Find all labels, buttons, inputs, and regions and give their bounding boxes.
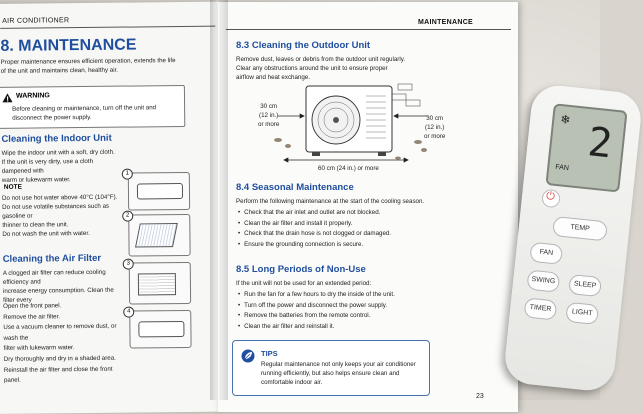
note-line: Do not wash the unit with water. bbox=[2, 229, 90, 238]
clearance-left-label: 30 cm (12 in.) or more bbox=[258, 102, 279, 129]
tips-title: TIPS bbox=[261, 349, 278, 358]
outdoor-unit-heading: 8.3 Cleaning the Outdoor Unit bbox=[236, 40, 371, 51]
filter-wash-sketch bbox=[137, 273, 177, 296]
non-use-intro: If the unit will not be used for an exte… bbox=[236, 280, 372, 287]
filter-steps: Open the front panel. Remove the air fil… bbox=[3, 301, 124, 387]
list-item: Check that the air inlet and outlet are … bbox=[238, 208, 508, 219]
clearance-line: or more bbox=[258, 121, 280, 128]
indoor-title: Cleaning the Indoor Unit bbox=[1, 132, 112, 145]
air-filter-heading: Cleaning the Air Filter bbox=[2, 252, 102, 265]
indoor-line: If the unit is very dirty, use a cloth d… bbox=[1, 157, 94, 175]
seasonal-intro: Perform the following maintenance at the… bbox=[236, 198, 425, 205]
step-3-illustration bbox=[128, 261, 192, 305]
list-item: Run the fan for a few hours to dry the i… bbox=[238, 290, 508, 301]
note-line: Do not use volatile substances such as g… bbox=[2, 202, 110, 220]
clearance-line: (12 in.) bbox=[259, 112, 279, 119]
page-number: 23 bbox=[476, 393, 484, 400]
manual-right-page: MAINTENANCE 8.3 Cleaning the Outdoor Uni… bbox=[218, 2, 518, 412]
outdoor-line: Remove dust, leaves or debris from the o… bbox=[236, 56, 406, 63]
non-use-heading: 8.5 Long Periods of Non-Use bbox=[236, 264, 366, 275]
indoor-unit-sketch bbox=[138, 320, 185, 338]
outdoor-line: Clear any obstructions around the unit t… bbox=[236, 65, 388, 72]
timer-button[interactable]: TIMER bbox=[523, 297, 558, 321]
outdoor-text: Remove dust, leaves or debris from the o… bbox=[236, 55, 506, 82]
power-button[interactable]: ⏻ bbox=[541, 188, 561, 209]
filter-text: A clogged air filter can reduce cooling … bbox=[3, 268, 123, 305]
tips-text: Regular maintenance not only keeps your … bbox=[261, 360, 426, 387]
filter-step: Use a vacuum cleaner to remove dust, or … bbox=[3, 322, 117, 342]
list-item: Check that the drain hose is not clogged… bbox=[238, 229, 508, 240]
intro-line: of the unit and maintains clean, healthy… bbox=[0, 66, 119, 75]
clearance-line: 30 cm bbox=[426, 115, 444, 122]
book-gutter bbox=[210, 0, 228, 400]
tips-box: TIPS Regular maintenance not only keeps … bbox=[232, 340, 430, 396]
right-page-header: MAINTENANCE bbox=[418, 19, 474, 26]
indoor-unit-heading: Cleaning the Indoor Unit bbox=[1, 133, 111, 145]
left-page-header: AIR CONDITIONER bbox=[2, 17, 70, 25]
seasonal-list: Check that the air inlet and outlet are … bbox=[238, 208, 508, 250]
clearance-right-label: 30 cm (12 in.) or more bbox=[424, 114, 445, 141]
step-number: 2 bbox=[122, 210, 134, 222]
clearance-line: 30 cm bbox=[260, 103, 278, 110]
step-4-illustration bbox=[129, 309, 192, 349]
step-number: 4 bbox=[123, 306, 135, 318]
list-item: Clean the air filter and reinstall it. bbox=[238, 322, 508, 333]
clearance-bottom-label: 60 cm (24 in.) or more bbox=[318, 165, 379, 172]
clearance-line: or more bbox=[424, 133, 446, 140]
header-rule bbox=[226, 29, 511, 30]
warning-line: disconnect the power supply. bbox=[12, 113, 92, 122]
header-rule bbox=[0, 25, 216, 29]
step-2-illustration bbox=[128, 213, 191, 257]
tips-line: comfortable indoor air. bbox=[261, 379, 323, 386]
warning-icon bbox=[2, 93, 13, 103]
tips-line: Regular maintenance not only keeps your … bbox=[261, 361, 416, 368]
non-use-list: Run the fan for a few hours to dry the i… bbox=[238, 290, 508, 332]
step-number: 3 bbox=[122, 258, 134, 270]
note-text: Do not use hot water above 40°C (104°F).… bbox=[2, 193, 122, 239]
power-icon: ⏻ bbox=[545, 190, 556, 203]
list-item: Turn off the power and disconnect the po… bbox=[238, 301, 508, 312]
sleep-button[interactable]: SLEEP bbox=[568, 273, 603, 298]
filter-step: Reinstall the air filter and close the f… bbox=[3, 365, 113, 385]
maintenance-intro: Proper maintenance ensures efficient ope… bbox=[1, 56, 211, 76]
filter-line: A clogged air filter can reduce cooling … bbox=[2, 268, 106, 286]
warning-text: Before cleaning or maintenance, turn off… bbox=[12, 103, 182, 123]
list-item: Ensure the grounding connection is secur… bbox=[238, 240, 508, 251]
warning-box: WARNING Before cleaning or maintenance, … bbox=[0, 84, 186, 129]
leaf-icon bbox=[241, 349, 255, 363]
indoor-unit-sketch bbox=[136, 182, 184, 200]
manual-left-page: AIR CONDITIONER 8. MAINTENANCE Proper ma… bbox=[0, 1, 223, 414]
filter-step: Dry thoroughly and dry in a shaded area. bbox=[3, 354, 116, 363]
step-1-illustration bbox=[127, 171, 191, 211]
clearance-line: (12 in.) bbox=[425, 124, 445, 131]
seasonal-heading: 8.4 Seasonal Maintenance bbox=[236, 182, 354, 193]
outdoor-unit-diagram bbox=[274, 83, 428, 163]
list-item: Remove the batteries from the remote con… bbox=[238, 311, 508, 322]
remote-display: ❄ 2 FAN bbox=[545, 103, 628, 193]
maintenance-title: 8. MAINTENANCE bbox=[0, 36, 137, 55]
tips-line: running efficiently, but also helps ensu… bbox=[261, 370, 400, 377]
display-label: FAN bbox=[554, 163, 570, 173]
note-title: NOTE bbox=[3, 183, 23, 191]
step-number: 1 bbox=[121, 168, 133, 180]
filter-sketch bbox=[135, 223, 178, 248]
fan-button[interactable]: FAN bbox=[529, 241, 564, 265]
snowflake-icon: ❄ bbox=[559, 112, 572, 128]
swing-button[interactable]: SWING bbox=[526, 269, 561, 293]
list-item: Clean the air filter and install it prop… bbox=[238, 219, 508, 230]
display-digit: 2 bbox=[585, 119, 615, 168]
warning-title: WARNING bbox=[15, 92, 50, 100]
indoor-text: Wipe the indoor unit with a soft, dry cl… bbox=[2, 148, 122, 185]
temp-button[interactable]: TEMP bbox=[552, 215, 608, 242]
outdoor-line: airflow and heat exchange. bbox=[236, 74, 310, 81]
photo-scene: AIR CONDITIONER 8. MAINTENANCE Proper ma… bbox=[0, 0, 600, 400]
light-button[interactable]: LIGHT bbox=[565, 301, 600, 325]
